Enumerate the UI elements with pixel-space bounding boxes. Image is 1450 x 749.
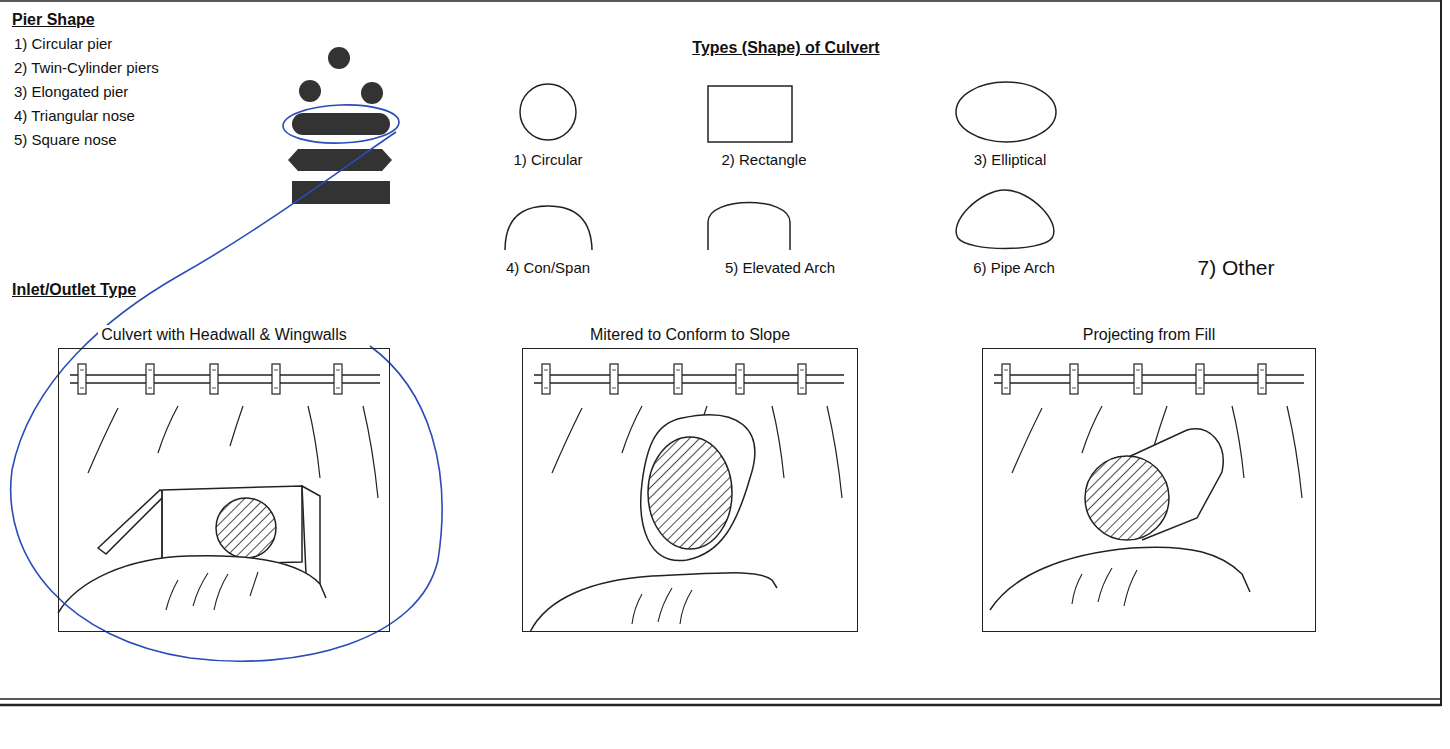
panel-heading: Culvert with Headwall & Wingwalls <box>98 325 349 344</box>
illustration-panel: Projecting from Fill <box>982 325 1316 632</box>
shape-label: 6) Pipe Arch <box>971 259 1057 277</box>
list-item: 4) Triangular nose <box>12 107 137 125</box>
panel-frame <box>58 348 390 632</box>
illustration-panel: Mitered to Conform to Slope <box>522 325 858 632</box>
section-heading: Types (Shape) of Culvert <box>690 38 881 57</box>
panel-frame <box>522 348 858 632</box>
list-item: 3) Elongated pier <box>12 83 130 101</box>
shape-label: 3) Elliptical <box>972 151 1049 169</box>
list-item: 2) Twin-Cylinder piers <box>12 59 161 77</box>
illustration-panel: Culvert with Headwall & Wingwalls <box>58 325 390 632</box>
shape-label: 7) Other <box>1195 255 1276 280</box>
shape-label: 5) Elevated Arch <box>723 259 837 277</box>
shape-label: 1) Circular <box>511 151 584 169</box>
panel-heading: Mitered to Conform to Slope <box>587 325 793 344</box>
shape-label: 4) Con/Span <box>504 259 592 277</box>
section-heading: Inlet/Outlet Type <box>10 280 138 299</box>
list-item: 1) Circular pier <box>12 35 114 53</box>
panel-heading: Projecting from Fill <box>1080 325 1218 344</box>
section-heading: Pier Shape <box>10 10 97 29</box>
panel-frame <box>982 348 1316 632</box>
list-item: 5) Square nose <box>12 131 119 149</box>
shape-label: 2) Rectangle <box>719 151 808 169</box>
